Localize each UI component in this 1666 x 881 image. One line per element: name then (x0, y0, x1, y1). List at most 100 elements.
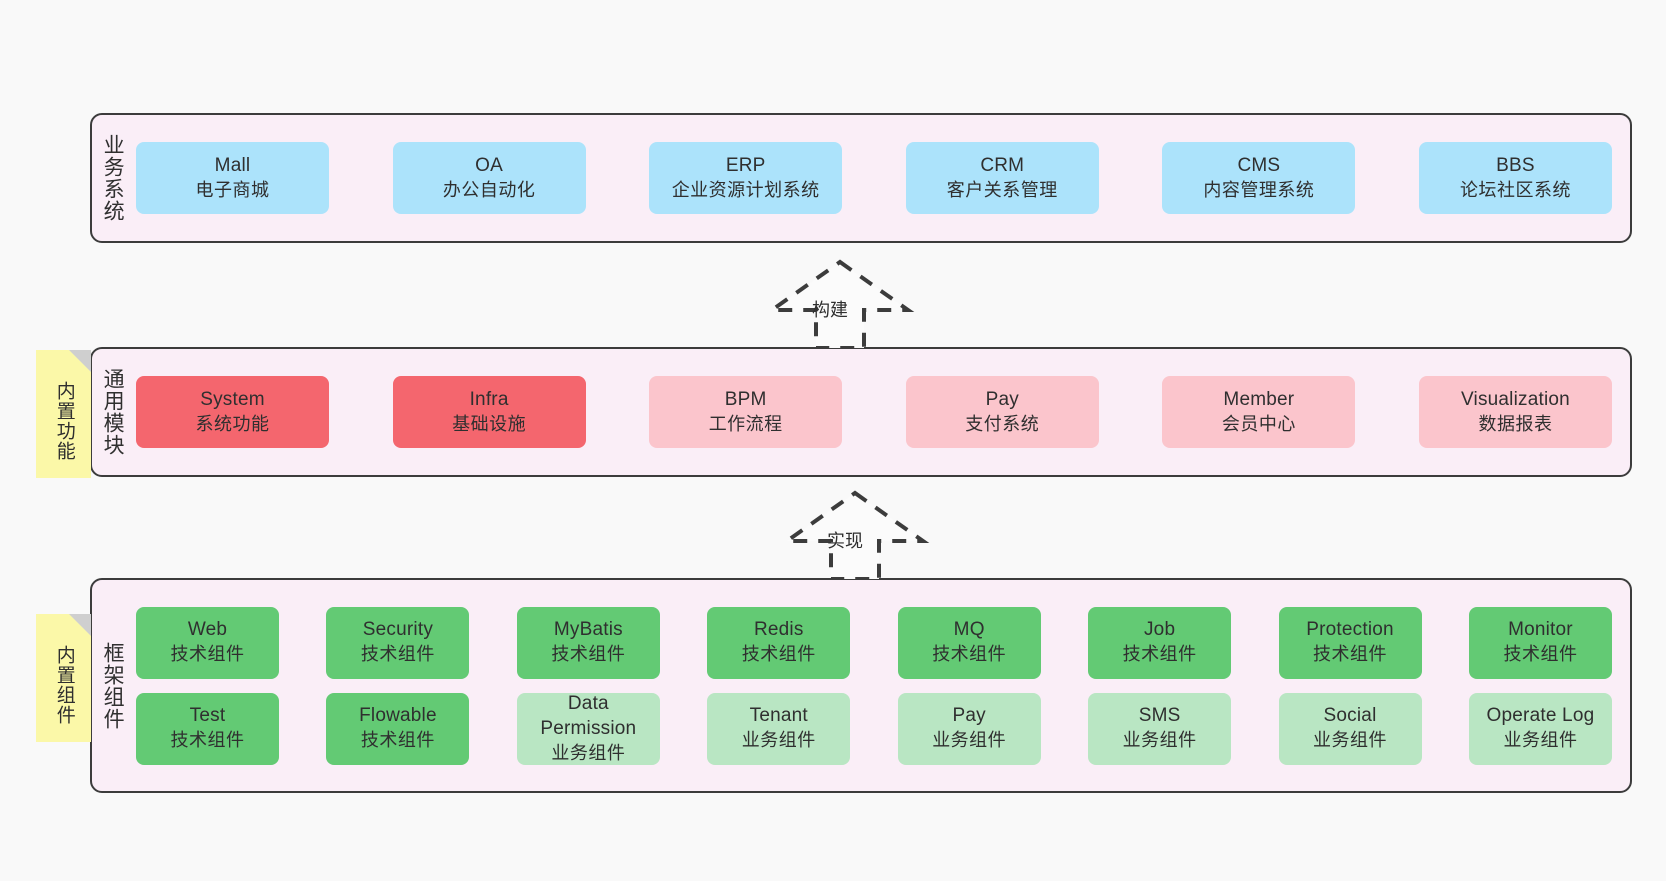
card-subtitle: 办公自动化 (442, 179, 536, 200)
card-subtitle: 论坛社区系统 (1459, 179, 1571, 200)
card-title: Member (1223, 388, 1295, 410)
card-subtitle: 业务组件 (932, 730, 1007, 751)
card-subtitle: 支付系统 (965, 413, 1040, 434)
card-subtitle: 业务组件 (1503, 730, 1578, 751)
card-monitor[interactable]: Monitor 技术组件 (1468, 606, 1612, 679)
card-title: Protection (1306, 619, 1394, 641)
card-redis[interactable]: Redis 技术组件 (707, 606, 851, 679)
card-title: Redis (753, 619, 804, 641)
card-security[interactable]: Security 技术组件 (326, 606, 470, 679)
card-title: BBS (1496, 154, 1535, 176)
card-subtitle: 技术组件 (170, 644, 245, 665)
layer-body-common-modules: System 系统功能 Infra 基础设施 BPM 工作流程 Pay 支付系统… (132, 349, 1630, 475)
card-member[interactable]: Member 会员中心 (1162, 376, 1356, 448)
note-fold-corner-icon (69, 350, 91, 372)
card-subtitle: 技术组件 (932, 644, 1007, 665)
card-subtitle: 会员中心 (1221, 413, 1296, 434)
card-title: Monitor (1508, 619, 1573, 641)
card-row: Mall 电子商城 OA 办公自动化 ERP 企业资源计划系统 CRM 客户关系… (136, 142, 1612, 214)
card-subtitle: 技术组件 (360, 730, 435, 751)
note-builtin-component-label: 内置组件 (53, 645, 75, 725)
card-data-permission[interactable]: Data Permission 业务组件 (516, 692, 660, 765)
card-subtitle: 内容管理系统 (1203, 179, 1315, 200)
card-subtitle: 电子商城 (195, 179, 270, 200)
card-subtitle: 技术组件 (741, 644, 816, 665)
card-title: ERP (725, 154, 766, 176)
card-subtitle: 技术组件 (360, 644, 435, 665)
card-protection[interactable]: Protection 技术组件 (1278, 606, 1422, 679)
card-subtitle: 业务组件 (1122, 730, 1197, 751)
card-pay-module[interactable]: Pay 支付系统 (905, 376, 1099, 448)
note-builtin-function-label: 内置功能 (53, 381, 75, 461)
layer-title-common-modules: 通用模块 (101, 368, 125, 456)
card-web[interactable]: Web 技术组件 (136, 606, 279, 679)
card-title: Operate Log (1486, 705, 1595, 727)
card-subtitle: 工作流程 (708, 413, 783, 434)
card-system[interactable]: System 系统功能 (136, 376, 329, 448)
layer-body-framework-components: Web 技术组件 Security 技术组件 MyBatis 技术组件 Redi… (132, 580, 1630, 791)
card-subtitle: 技术组件 (170, 730, 245, 751)
card-title: Job (1143, 619, 1176, 641)
card-title: Test (189, 705, 226, 727)
card-crm[interactable]: CRM 客户关系管理 (905, 142, 1099, 214)
layer-framework-components: 框架组件 Web 技术组件 Security 技术组件 MyBatis 技术组件… (90, 578, 1632, 793)
card-title: Data Permission (540, 693, 637, 739)
card-title: CMS (1237, 154, 1281, 176)
card-erp[interactable]: ERP 企业资源计划系统 (649, 142, 843, 214)
card-cms[interactable]: CMS 内容管理系统 (1162, 142, 1356, 214)
card-title: Infra (469, 388, 509, 410)
card-oa[interactable]: OA 办公自动化 (392, 142, 586, 214)
card-flowable[interactable]: Flowable 技术组件 (326, 692, 470, 765)
card-job[interactable]: Job 技术组件 (1088, 606, 1232, 679)
card-tenant[interactable]: Tenant 业务组件 (707, 692, 851, 765)
card-row: Test 技术组件 Flowable 技术组件 Data Permission … (136, 692, 1612, 765)
card-title: Security (362, 619, 434, 641)
card-social[interactable]: Social 业务组件 (1278, 692, 1422, 765)
card-title: System (200, 388, 265, 410)
card-subtitle: 客户关系管理 (946, 179, 1058, 200)
arrow-implement-label: 实现 (827, 531, 863, 551)
card-infra[interactable]: Infra 基础设施 (392, 376, 586, 448)
arrow-implement: 实现 (775, 489, 935, 579)
arrow-build-label: 构建 (812, 300, 848, 320)
card-subtitle: 业务组件 (741, 730, 816, 751)
card-title: CRM (980, 154, 1025, 176)
arrow-build: 构建 (760, 258, 920, 348)
card-operate-log[interactable]: Operate Log 业务组件 (1468, 692, 1612, 765)
card-subtitle: 技术组件 (551, 644, 626, 665)
card-sms[interactable]: SMS 业务组件 (1088, 692, 1232, 765)
card-title: Visualization (1461, 388, 1570, 410)
card-mall[interactable]: Mall 电子商城 (136, 142, 329, 214)
card-mybatis[interactable]: MyBatis 技术组件 (516, 606, 660, 679)
card-visualization[interactable]: Visualization 数据报表 (1418, 376, 1612, 448)
card-subtitle: 数据报表 (1478, 413, 1553, 434)
card-mq[interactable]: MQ 技术组件 (897, 606, 1041, 679)
card-subtitle: 业务组件 (551, 742, 626, 763)
card-subtitle: 企业资源计划系统 (671, 179, 820, 200)
card-title: MQ (953, 619, 985, 641)
card-bpm[interactable]: BPM 工作流程 (649, 376, 843, 448)
card-title: SMS (1138, 705, 1181, 727)
card-title: BPM (724, 388, 767, 410)
card-title: Mall (214, 154, 251, 176)
note-builtin-component: 内置组件 (36, 614, 91, 742)
layer-common-modules: 通用模块 System 系统功能 Infra 基础设施 BPM 工作流程 Pay… (90, 347, 1632, 477)
layer-title-business-systems: 业务系统 (101, 134, 125, 222)
card-test[interactable]: Test 技术组件 (136, 692, 279, 765)
card-bbs[interactable]: BBS 论坛社区系统 (1418, 142, 1612, 214)
card-subtitle: 技术组件 (1122, 644, 1197, 665)
card-row: Web 技术组件 Security 技术组件 MyBatis 技术组件 Redi… (136, 606, 1612, 679)
card-subtitle: 技术组件 (1313, 644, 1388, 665)
card-title: Pay (952, 705, 986, 727)
layer-business-systems: 业务系统 Mall 电子商城 OA 办公自动化 ERP 企业资源计划系统 CRM… (90, 113, 1632, 243)
layer-title-framework-components: 框架组件 (101, 641, 125, 730)
card-title: Social (1323, 705, 1377, 727)
card-row: System 系统功能 Infra 基础设施 BPM 工作流程 Pay 支付系统… (136, 376, 1612, 448)
card-title: Web (187, 619, 228, 641)
note-fold-corner-icon (69, 614, 91, 636)
card-title: Pay (985, 388, 1019, 410)
card-pay-component[interactable]: Pay 业务组件 (897, 692, 1041, 765)
card-title: OA (475, 154, 504, 176)
card-subtitle: 基础设施 (452, 413, 527, 434)
